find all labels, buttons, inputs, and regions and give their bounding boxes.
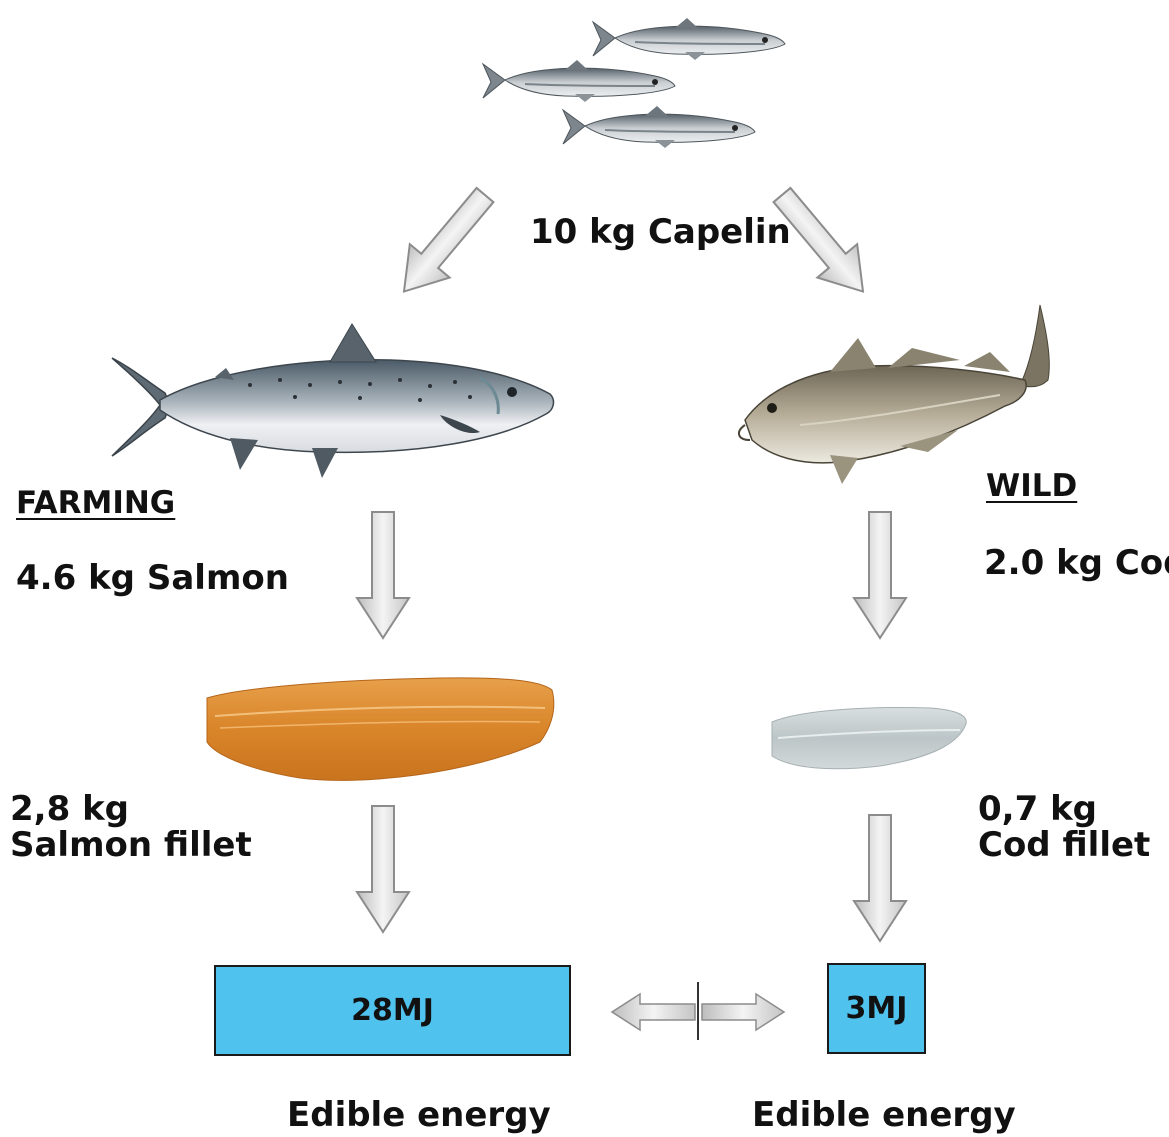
capelin-icon [483, 18, 785, 148]
salmon-fillet-icon [207, 678, 554, 781]
cod-fillet-weight: 0,7 kg [978, 792, 1097, 828]
wild-energy-caption: Edible energy [752, 1098, 1016, 1134]
flow-arrow-icon [854, 815, 906, 941]
cod-icon [739, 305, 1049, 484]
salmon-fillet-label: Salmon fillet [10, 828, 252, 864]
flow-arrow-icon [357, 512, 409, 638]
cod-fillet-label: Cod fillet [978, 828, 1150, 864]
flow-arrow-icon [384, 178, 505, 308]
flow-arrow-icon [357, 806, 409, 932]
comparison-arrow-icon [612, 982, 784, 1040]
wild-energy-box: 3MJ [827, 963, 926, 1054]
cod-fillet-icon [772, 708, 966, 769]
flow-arrow-icon [854, 512, 906, 638]
wild-heading: WILD [986, 470, 1077, 503]
farming-heading: FARMING [16, 487, 175, 520]
farming-energy-caption: Edible energy [287, 1098, 551, 1134]
salmon-icon [112, 324, 553, 478]
salmon-fillet-weight: 2,8 kg [10, 792, 129, 828]
cod-weight-label: 2.0 kg Cod [984, 546, 1169, 582]
capelin-label: 10 kg Capelin [530, 215, 791, 251]
farming-energy-box: 28MJ [214, 965, 571, 1056]
salmon-weight-label: 4.6 kg Salmon [16, 561, 289, 597]
